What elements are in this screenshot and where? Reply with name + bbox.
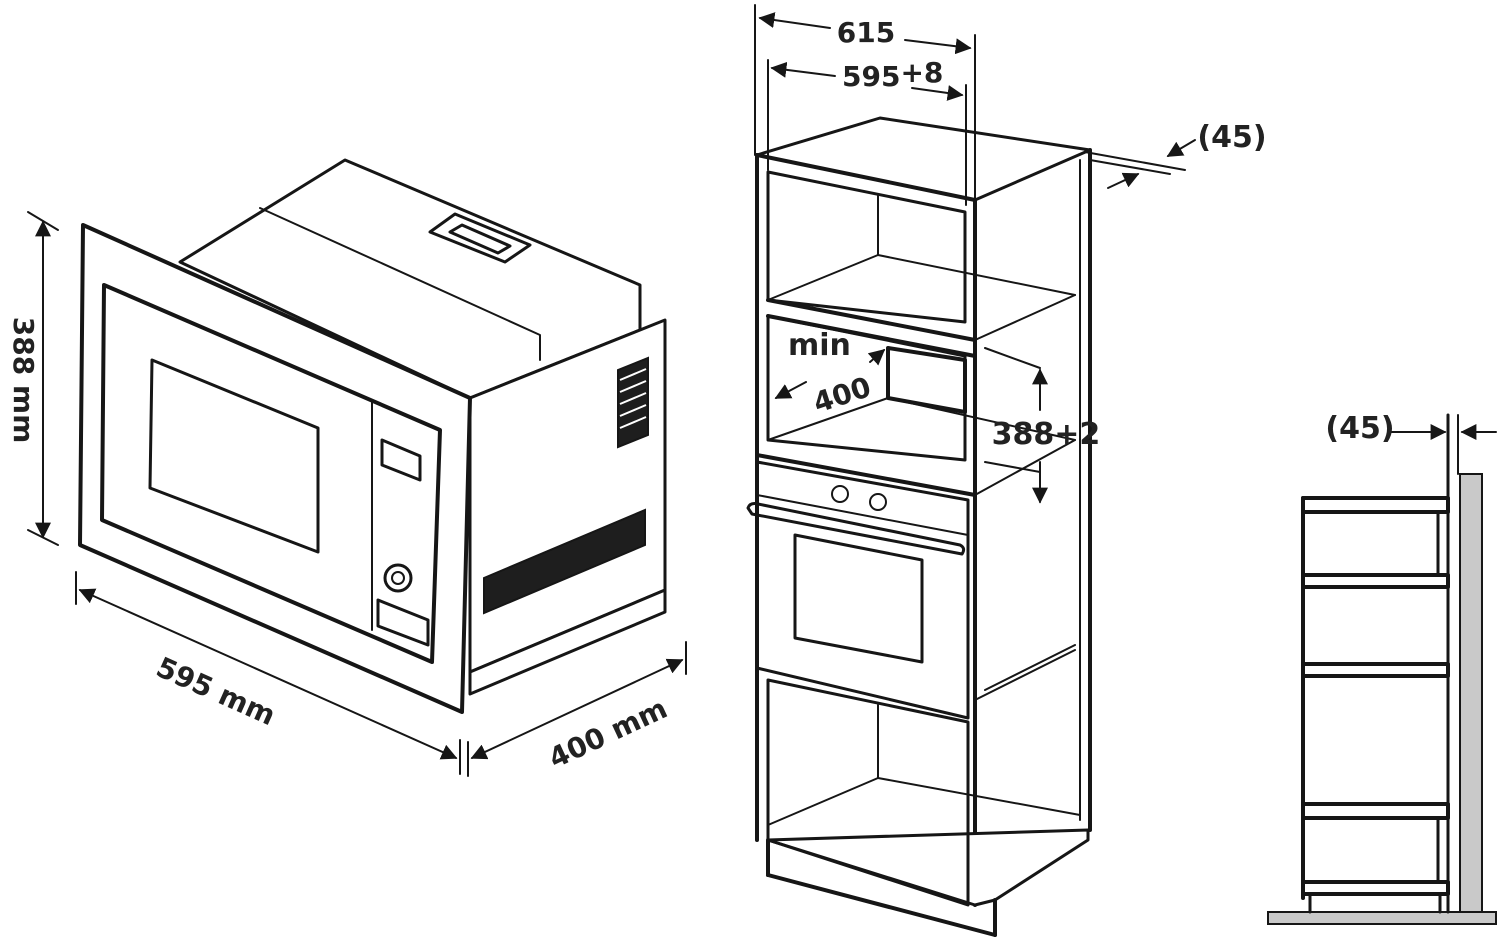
cabinet-outer-width-label: 615: [837, 16, 895, 49]
cabinet-opening-height-dimension: 388+2: [984, 347, 1101, 504]
microwave-height-dimension: 388 mm: [7, 211, 59, 546]
cabinet-opening-height-label: 388+2: [992, 417, 1101, 452]
side-view-drawing: [1267, 413, 1497, 925]
microwave-height-label: 388 mm: [7, 317, 40, 444]
cabinet-min-label: min: [788, 328, 851, 363]
microwave-width-label: 595 mm: [151, 651, 280, 733]
cabinet-drawing: [746, 116, 1092, 937]
side-view-gap-label: (45): [1325, 411, 1394, 446]
side-view-gap-dimension: (45): [1325, 411, 1497, 446]
cabinet-top-gap-dimension: (45): [1084, 120, 1267, 189]
cabinet-min-depth-label: 400: [809, 370, 875, 419]
microwave-depth-label: 400 mm: [544, 692, 673, 775]
cabinet-inner-width-label: 595+8: [842, 56, 943, 93]
cabinet-inner-width-dimension: 595+8: [767, 56, 967, 206]
cabinet-outer-width-dimension: 615: [754, 4, 976, 201]
cabinet-top-gap-label: (45): [1197, 120, 1266, 155]
